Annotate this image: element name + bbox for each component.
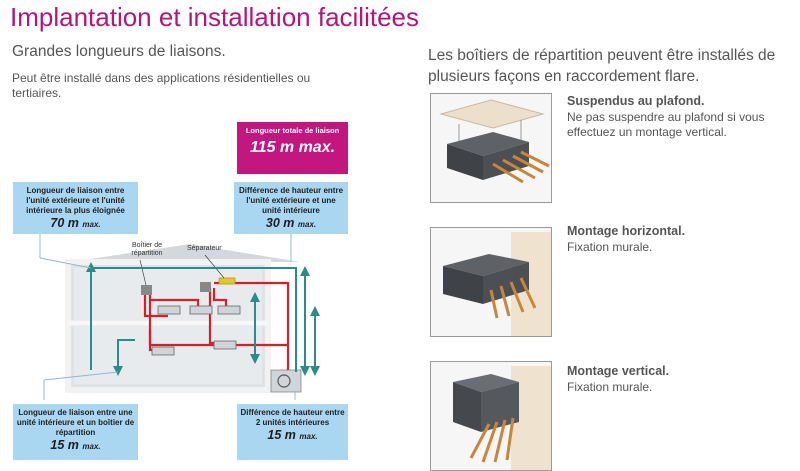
right-heading: Les boîtiers de répartition peuvent être… [428,47,776,85]
horizontal-mount-illustration [430,227,552,337]
option-title-vertical: Montage vertical. [567,364,670,378]
option-title-ceiling: Suspendus au plafond. [567,94,705,108]
indoor-unit [189,305,213,315]
info-box-value: 15 m [50,438,79,452]
option-text-ceiling: Ne pas suspendre au plafond si vous effe… [567,110,765,139]
indoor-unit [217,305,241,315]
info-box-height-indoor: Différence de hauteur entre 2 unités int… [237,404,348,460]
installation-diagram [39,234,320,400]
separator [218,277,236,285]
info-box-unit: max. [82,220,101,229]
total-length-box: Longueur totale de liaison 115 m max. [237,122,348,174]
indoor-unit [157,305,181,315]
ceiling-mount-illustration [430,93,552,203]
label-separateur: Séparateur [187,245,222,252]
info-box-branch-length: Longueur de liaison entre une unité inté… [13,404,138,460]
indoor-unit [151,346,175,356]
info-box-height-outdoor: Différence de hauteur entre l'unité exté… [234,182,348,234]
branch-box [200,282,211,292]
info-box-max-length: Longueur de liaison entre l'unité extéri… [13,182,138,234]
outdoor-unit [270,369,302,393]
branch-box [141,285,152,295]
total-length-value: 115 m max. [249,139,336,156]
vertical-mount-illustration [430,361,552,471]
info-box-text: Longueur de liaison entre une unité inté… [16,408,135,437]
info-box-text: Différence de hauteur entre l'unité exté… [238,186,344,215]
dimension-arrows [90,267,316,372]
option-text-horizontal: Fixation murale. [567,240,653,254]
option-text-vertical: Fixation murale. [567,380,653,394]
info-box-value: 15 m [267,428,296,442]
info-box-unit: max. [299,432,318,441]
total-length-label: Longueur totale de liaison [245,126,340,135]
info-box-value: 30 m [265,216,295,230]
left-subtitle: Grandes longueurs de liaisons. [12,43,226,60]
info-box-text: Différence de hauteur entre 2 unités int… [240,408,345,427]
info-box-value: 70 m [50,216,79,230]
label-boitier: Boîtier de répartition [131,242,163,257]
info-box-unit: max. [82,442,101,451]
option-title-horizontal: Montage horizontal. [567,224,686,238]
info-box-unit: max. [297,220,317,229]
left-description: Peut être installé dans des applications… [12,71,311,100]
indoor-unit [213,340,237,350]
info-box-text: Longueur de liaison entre l'unité extéri… [26,186,125,215]
house-roof [70,244,300,262]
page-title: Implantation et installation facilitées [10,2,420,32]
